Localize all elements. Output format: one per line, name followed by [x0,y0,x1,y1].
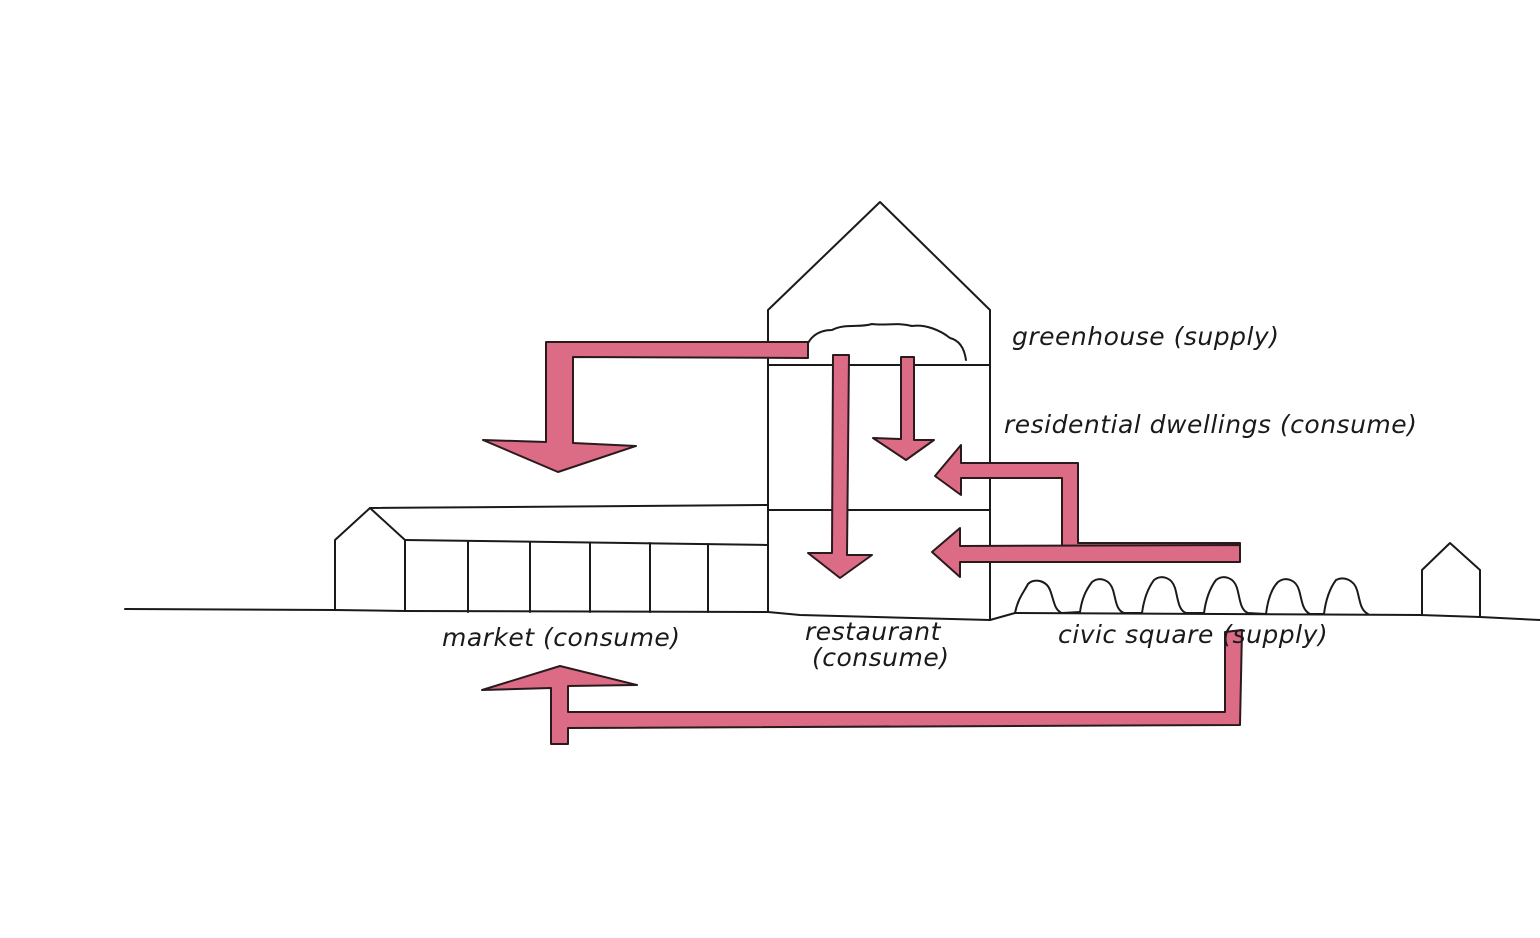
arrow-civic-to-restaurant [931,527,1241,578]
label-restaurant-consume: (consume) [812,643,950,672]
arrow-greenhouse-to-residential [872,356,935,461]
arrow-greenhouse-to-market [482,341,809,473]
label-greenhouse: greenhouse (supply) [1012,322,1279,351]
ground-line [124,608,1540,621]
arrow-greenhouse-to-restaurant [807,354,873,579]
tower-building [767,201,991,621]
label-restaurant: restaurant [805,617,942,646]
arrow-civic-to-market [481,629,1243,745]
label-residential-dwellings: residential dwellings (consume) [1004,410,1417,439]
civic-square-trees [1014,576,1369,615]
label-market: market (consume) [442,623,681,652]
greenhouse-plants [804,323,967,361]
flow-arrows [481,341,1243,745]
small-house [1421,542,1481,618]
arrow-civic-to-residential [934,444,1241,561]
label-civic-square: civic square (supply) [1058,620,1328,649]
market-building [334,504,769,613]
